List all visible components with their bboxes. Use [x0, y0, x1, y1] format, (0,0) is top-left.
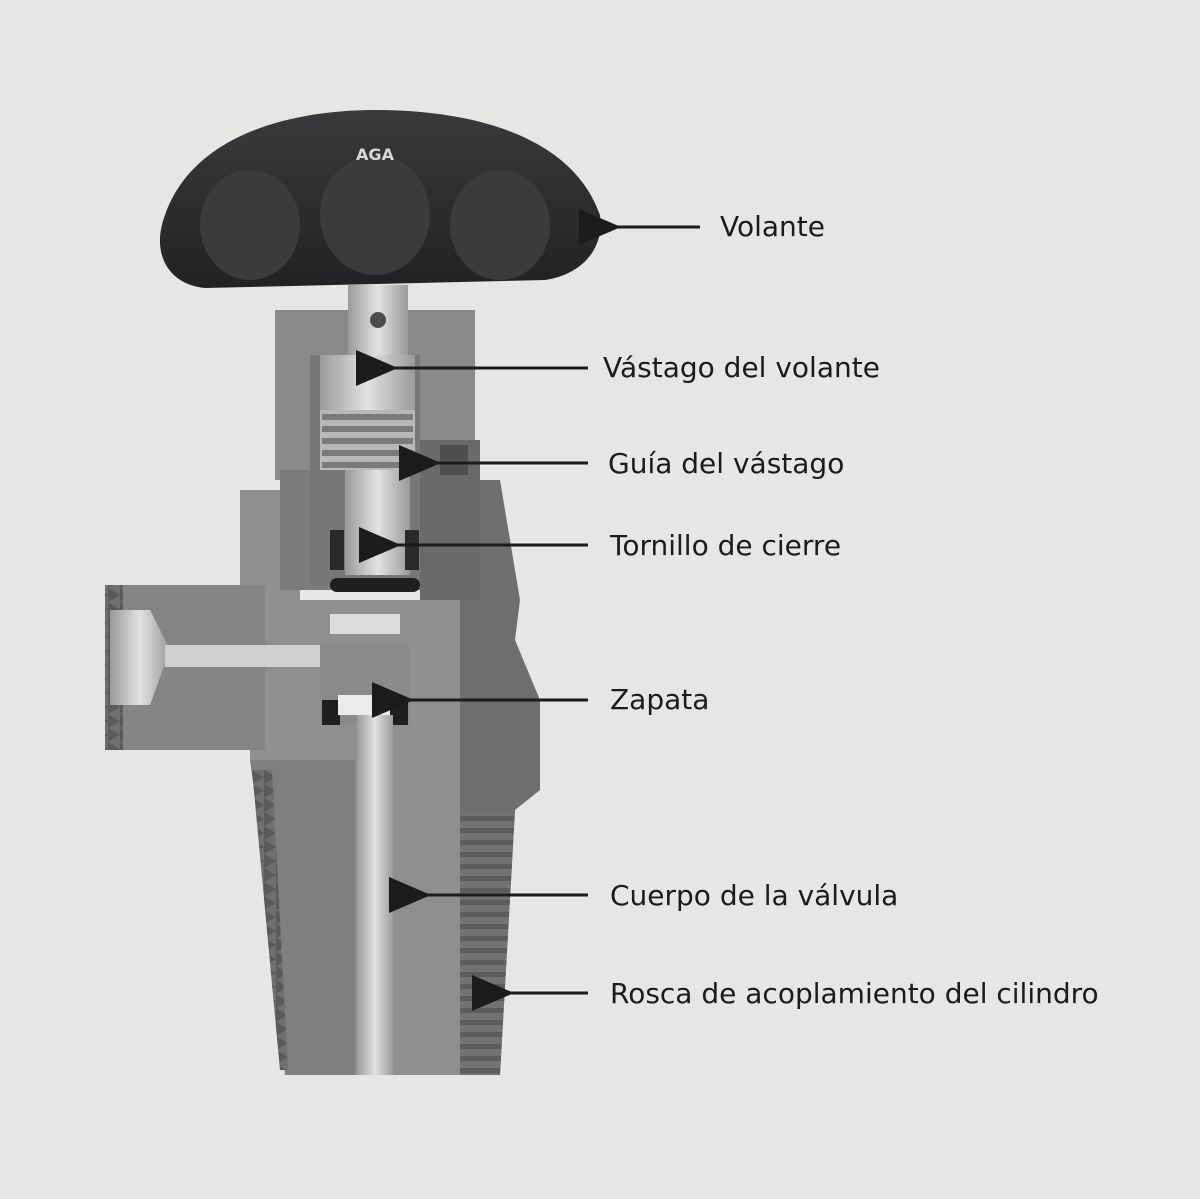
- label-vastago-volante: Vástago del volante: [603, 351, 880, 384]
- brand-logo: AGA: [356, 145, 395, 164]
- label-zapata: Zapata: [610, 683, 710, 716]
- handwheel: AGA: [159, 110, 601, 288]
- label-guia-vastago: Guía del vástago: [608, 447, 845, 480]
- valve-seat: [320, 645, 410, 1075]
- label-rosca-cilindro: Rosca de acoplamiento del cilindro: [610, 977, 1099, 1010]
- handwheel-stem: [320, 285, 420, 634]
- callout-arrows: [356, 209, 700, 1011]
- label-volante: Volante: [720, 210, 825, 243]
- label-tornillo-cierre: Tornillo de cierre: [610, 529, 842, 562]
- label-cuerpo-valvula: Cuerpo de la válvula: [610, 879, 899, 912]
